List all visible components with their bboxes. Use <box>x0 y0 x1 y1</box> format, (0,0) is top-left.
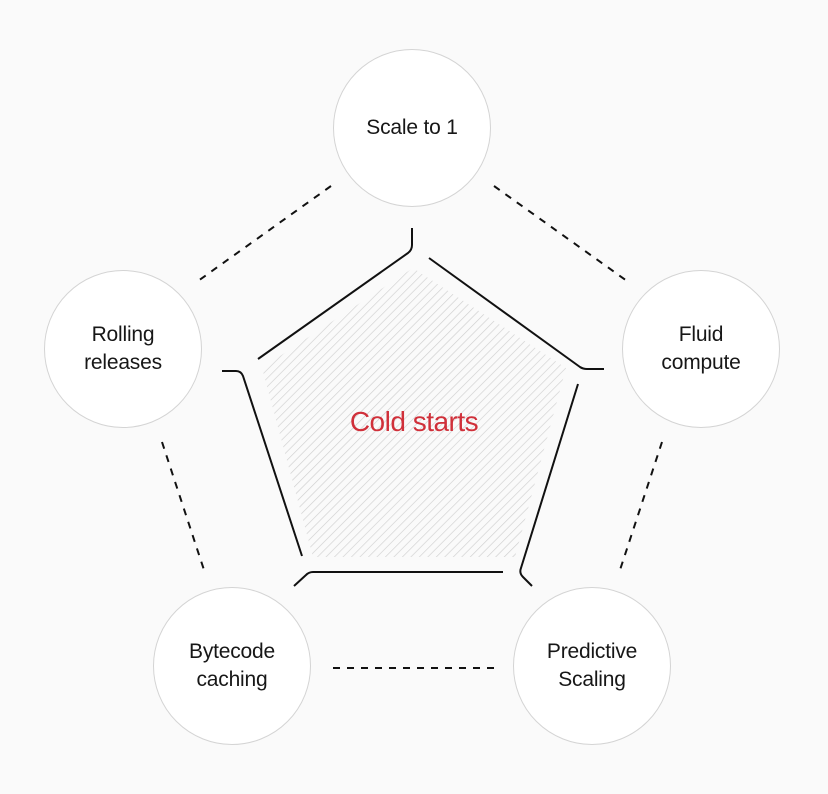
node-label: Bytecode caching <box>189 640 275 691</box>
connector-left-bottom <box>161 441 205 571</box>
node-label: Predictive Scaling <box>546 640 638 691</box>
center-label-cold-starts: Cold starts <box>349 406 479 437</box>
dashed-connectors <box>161 185 663 669</box>
connector-top-right <box>493 185 628 282</box>
edge-bottom <box>293 571 503 587</box>
node-label: Rolling releases <box>84 323 162 374</box>
node-fluid-compute: Fluid compute <box>622 270 780 428</box>
pentagon-outline <box>222 228 604 587</box>
edge-right <box>519 383 579 587</box>
connector-right-bottom <box>619 441 663 571</box>
node-rolling-releases: Rolling releases <box>44 270 202 428</box>
node-label: Scale to 1 <box>366 116 458 139</box>
edge-top-left <box>257 228 413 360</box>
node-bytecode-caching: Bytecode caching <box>153 587 311 745</box>
node-scale-to-1: Scale to 1 <box>333 49 491 207</box>
node-predictive-scaling: Predictive Scaling <box>513 587 671 745</box>
edge-left <box>222 370 303 557</box>
connector-top-left <box>197 185 332 282</box>
edge-top-right <box>428 257 604 370</box>
node-label: Fluid compute <box>661 323 741 374</box>
hatched-pentagon <box>262 268 566 557</box>
